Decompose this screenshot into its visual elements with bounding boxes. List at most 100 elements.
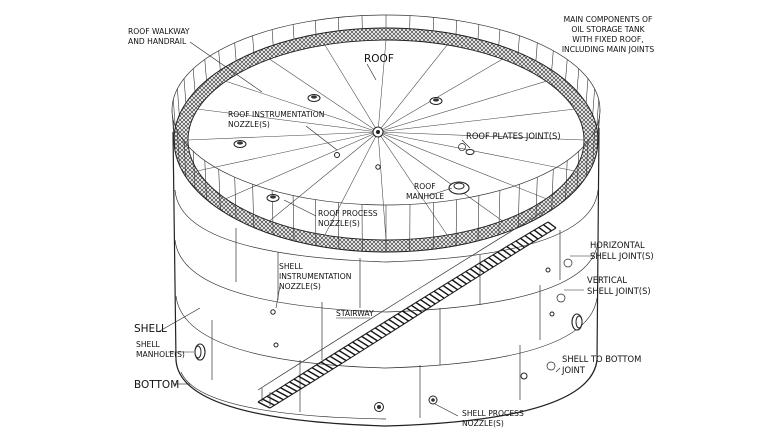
label-roof-manhole-1: ROOF: [414, 182, 436, 191]
handrail-post: [205, 60, 207, 81]
label-horizontal-joint-1: HORIZONTAL: [590, 240, 645, 250]
stair-tread: [434, 291, 444, 298]
label-roof-process-2: NOZZLE(S): [318, 219, 360, 228]
shell-instrument-nozzle: [550, 312, 554, 316]
handrail-post: [219, 51, 221, 70]
stair-tread: [421, 300, 431, 307]
roof-nozzle: [466, 150, 474, 155]
stair-tread: [521, 238, 530, 244]
label-shell-instrumentation-1: SHELL: [279, 262, 304, 271]
label-roof-walkway-2: AND HANDRAIL: [128, 37, 187, 46]
shell-instrument-nozzle: [546, 268, 550, 272]
stair-tread: [534, 230, 542, 236]
title-line-2: OIL STORAGE TANK: [571, 25, 645, 34]
label-roof: ROOF: [364, 53, 394, 65]
roof-nozzle: [234, 141, 246, 148]
label-roof-instrumentation-2: NOZZLE(S): [228, 120, 270, 129]
handrail-post: [499, 30, 500, 46]
title-line-1: MAIN COMPONENTS OF: [564, 15, 653, 24]
stair-tread: [475, 266, 484, 273]
stair-tread: [548, 222, 556, 228]
shell-instrument-nozzle: [271, 310, 275, 314]
handrail-post: [518, 36, 519, 53]
label-stairway: STAIRWAY: [336, 309, 374, 318]
label-roof-manhole-2: MANHOLE: [406, 192, 444, 201]
stair-tread: [479, 263, 488, 270]
handrail-post: [478, 24, 479, 39]
stair-tread: [493, 255, 502, 262]
stair-tread: [452, 280, 462, 287]
handrail-post: [193, 69, 195, 92]
label-vertical-joint-1: VERTICAL: [587, 275, 627, 285]
handrail-post: [235, 43, 236, 61]
stair-tread: [457, 277, 467, 284]
stair-tread: [466, 272, 476, 279]
stair-tread: [470, 269, 480, 276]
stair-tread: [484, 260, 493, 267]
handrail-post: [253, 36, 254, 53]
handrail-post: [184, 79, 186, 103]
label-roof-instrumentation-1: ROOF INSTRUMENTATION: [228, 110, 324, 119]
handrail-post: [536, 43, 537, 61]
label-vertical-joint-2: SHELL JOINT(S): [587, 286, 651, 296]
shell-fittings: [195, 268, 582, 412]
stair-tread: [430, 294, 440, 301]
stair-tread: [502, 249, 511, 256]
handrail-post: [593, 89, 595, 115]
roof-instrument-nozzle: [376, 165, 380, 169]
handrail-post: [566, 60, 568, 81]
roof-nozzle: [267, 195, 279, 202]
stair-tread: [489, 258, 498, 265]
stair-tread: [425, 297, 435, 304]
handrail-post: [552, 51, 554, 70]
stair-tread: [461, 274, 471, 281]
label-shell-manhole-2: MANHOLE(S): [136, 350, 185, 359]
label-shell-manhole-1: SHELL: [136, 340, 161, 349]
stair-tread: [448, 283, 458, 290]
label-roof-plates-joint: ROOF PLATES JOINT(S): [466, 131, 561, 141]
label-shell: SHELL: [134, 323, 167, 335]
stair-tread: [272, 393, 284, 399]
stair-tread: [525, 236, 534, 242]
title-block: MAIN COMPONENTS OF OIL STORAGE TANK WITH…: [562, 15, 655, 54]
stair-tread: [530, 233, 538, 239]
label-roof-process-1: ROOF PROCESS: [318, 209, 378, 218]
title-line-3: WITH FIXED ROOF,: [572, 35, 643, 44]
stair-tread: [539, 227, 547, 233]
stair-tread: [411, 305, 422, 312]
shell-manhole: [572, 314, 582, 330]
shell-manhole: [195, 344, 205, 360]
stair-tread: [443, 286, 453, 293]
shell-process-nozzle: [375, 403, 384, 412]
shell-process-nozzle: [429, 396, 437, 404]
roof-instrument-nozzle: [335, 153, 340, 158]
stair-tread: [543, 225, 551, 231]
title-line-4: INCLUDING MAIN JOINTS: [562, 45, 655, 54]
handrail-post: [586, 79, 588, 103]
stair-tread: [258, 402, 270, 408]
roof-nozzle: [308, 95, 320, 102]
stair-tread: [439, 288, 449, 295]
label-shell-process-2: NOZZLE(S): [462, 419, 504, 428]
handrail-post: [456, 20, 457, 34]
label-shell-to-bottom-1: SHELL TO BOTTOM: [562, 354, 641, 364]
label-shell-process-1: SHELL PROCESS: [462, 409, 524, 418]
roof-nozzle: [430, 98, 442, 105]
label-shell-instrumentation-2: INSTRUMENTATION: [279, 272, 351, 281]
handrail-post: [272, 30, 273, 46]
handrail-post: [177, 89, 179, 115]
shell-instrument-nozzle: [274, 343, 278, 347]
shell-process-nozzle: [521, 373, 527, 379]
label-roof-walkway-1: ROOF WALKWAY: [128, 27, 190, 36]
stair-tread: [416, 303, 426, 310]
stair-tread: [498, 252, 507, 259]
handrail-post: [293, 24, 294, 39]
label-bottom: BOTTOM: [134, 379, 179, 391]
label-shell-instrumentation-3: NOZZLE(S): [279, 282, 321, 291]
handrail-post: [315, 20, 316, 34]
handrail-post: [577, 69, 579, 92]
label-horizontal-joint-2: SHELL JOINT(S): [590, 251, 654, 261]
label-shell-to-bottom-2: JOINT: [561, 365, 586, 375]
